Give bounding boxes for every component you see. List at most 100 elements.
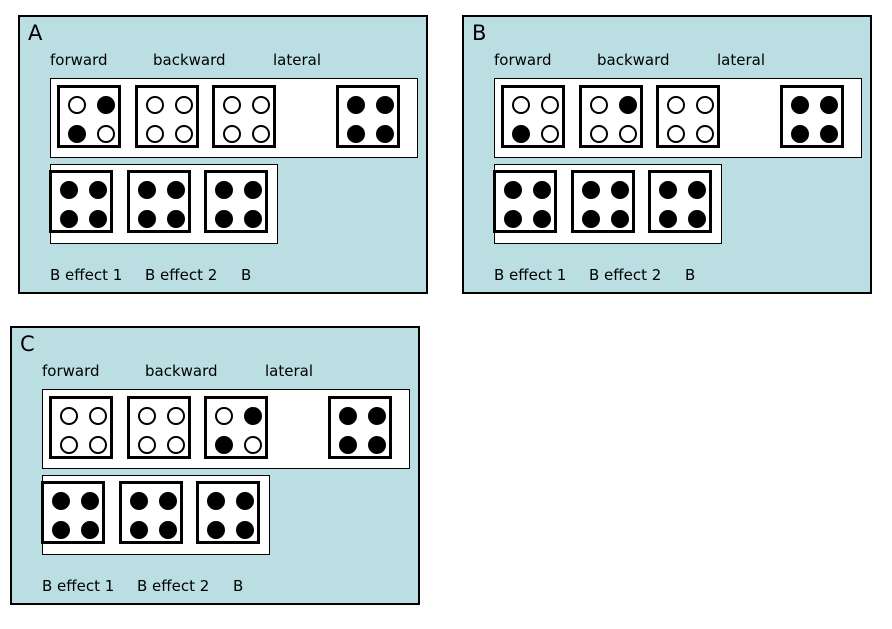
filled-dot <box>60 181 78 199</box>
filled-dot <box>236 492 254 510</box>
filled-dot <box>207 492 225 510</box>
filled-dot <box>504 210 522 228</box>
empty-dot <box>590 125 608 143</box>
filled-dot <box>138 210 156 228</box>
panel-a: A forward backward lateral B effect 1 B … <box>18 15 428 294</box>
empty-dot <box>138 436 156 454</box>
label-backward: backward <box>597 51 670 69</box>
label-backward: backward <box>153 51 226 69</box>
panel-letter: B <box>472 21 487 45</box>
filled-dot <box>130 521 148 539</box>
filled-dot <box>611 210 629 228</box>
dot-grid <box>336 85 400 148</box>
filled-dot <box>339 407 357 425</box>
dot-grid <box>212 85 276 148</box>
label-b: B <box>233 577 244 595</box>
filled-dot <box>52 492 70 510</box>
filled-dot <box>159 521 177 539</box>
bottom-grid-strip <box>493 164 722 244</box>
empty-dot <box>215 407 233 425</box>
filled-dot <box>820 125 838 143</box>
filled-dot <box>167 210 185 228</box>
empty-dot <box>89 407 107 425</box>
filled-dot <box>504 181 522 199</box>
dot-grid <box>579 85 643 148</box>
filled-dot <box>347 96 365 114</box>
filled-dot <box>60 210 78 228</box>
label-forward: forward <box>50 51 108 69</box>
dot-grid <box>57 85 121 148</box>
filled-dot <box>611 181 629 199</box>
empty-dot <box>223 96 241 114</box>
filled-dot <box>791 125 809 143</box>
filled-dot <box>215 436 233 454</box>
filled-dot <box>582 181 600 199</box>
dot-grid <box>493 170 557 233</box>
filled-dot <box>244 407 262 425</box>
filled-dot <box>138 181 156 199</box>
dot-grid <box>571 170 635 233</box>
empty-dot <box>60 407 78 425</box>
panel-letter: C <box>20 332 35 356</box>
empty-dot <box>175 125 193 143</box>
label-lateral: lateral <box>273 51 321 69</box>
filled-dot <box>339 436 357 454</box>
filled-dot <box>533 181 551 199</box>
empty-dot <box>696 96 714 114</box>
empty-dot <box>223 125 241 143</box>
label-b: B <box>685 266 696 284</box>
dot-grid <box>656 85 720 148</box>
empty-dot <box>97 125 115 143</box>
empty-dot <box>667 125 685 143</box>
empty-dot <box>541 125 559 143</box>
filled-dot <box>244 181 262 199</box>
dot-grid <box>41 481 105 544</box>
panel-b: B forward backward lateral B effect 1 B … <box>462 15 872 294</box>
dot-grid <box>204 396 268 459</box>
empty-dot <box>89 436 107 454</box>
top-grid-strip <box>42 389 410 469</box>
empty-dot <box>138 407 156 425</box>
dot-grid <box>127 396 191 459</box>
filled-dot <box>236 521 254 539</box>
label-b-effect-2: B effect 2 <box>137 577 210 595</box>
filled-dot <box>81 492 99 510</box>
dot-grid <box>501 85 565 148</box>
dot-grid <box>127 170 191 233</box>
empty-dot <box>167 436 185 454</box>
empty-dot <box>68 96 86 114</box>
dot-grid <box>119 481 183 544</box>
filled-dot <box>97 96 115 114</box>
filled-dot <box>533 210 551 228</box>
dot-grid <box>648 170 712 233</box>
label-backward: backward <box>145 362 218 380</box>
dot-grid <box>135 85 199 148</box>
empty-dot <box>667 96 685 114</box>
dot-grid <box>328 396 392 459</box>
top-grid-strip <box>50 78 418 158</box>
top-grid-strip <box>494 78 862 158</box>
panel-c: C forward backward lateral B effect 1 B … <box>10 326 420 605</box>
empty-dot <box>167 407 185 425</box>
empty-dot <box>146 125 164 143</box>
empty-dot <box>512 96 530 114</box>
label-b-effect-1: B effect 1 <box>50 266 123 284</box>
bottom-grid-strip <box>41 475 270 555</box>
filled-dot <box>368 407 386 425</box>
filled-dot <box>89 210 107 228</box>
filled-dot <box>207 521 225 539</box>
label-lateral: lateral <box>265 362 313 380</box>
empty-dot <box>252 96 270 114</box>
empty-dot <box>60 436 78 454</box>
filled-dot <box>368 436 386 454</box>
filled-dot <box>376 125 394 143</box>
label-forward: forward <box>42 362 100 380</box>
filled-dot <box>582 210 600 228</box>
filled-dot <box>688 210 706 228</box>
filled-dot <box>215 210 233 228</box>
filled-dot <box>347 125 365 143</box>
filled-dot <box>512 125 530 143</box>
filled-dot <box>619 96 637 114</box>
empty-dot <box>146 96 164 114</box>
filled-dot <box>791 96 809 114</box>
